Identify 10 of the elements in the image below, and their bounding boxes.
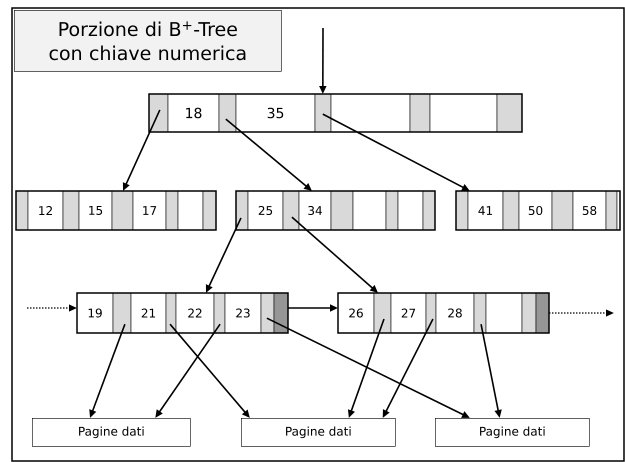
page-box: Pagine dati [435,418,590,447]
btree-node: 12 15 17 [15,190,217,231]
btree-node: 18 35 [148,93,523,133]
btree-node: 25 34 [235,190,436,231]
btree-node: 19 21 22 23 [76,292,289,334]
page-box: Pagine dati [32,418,191,447]
btree-node: 26 27 28 [337,292,550,334]
title-box: Porzione di B$^{+}$-Tree con chiave numerica [14,10,282,72]
btree-node: 41 50 58 [455,190,621,231]
page-box: Pagine dati [241,418,396,447]
